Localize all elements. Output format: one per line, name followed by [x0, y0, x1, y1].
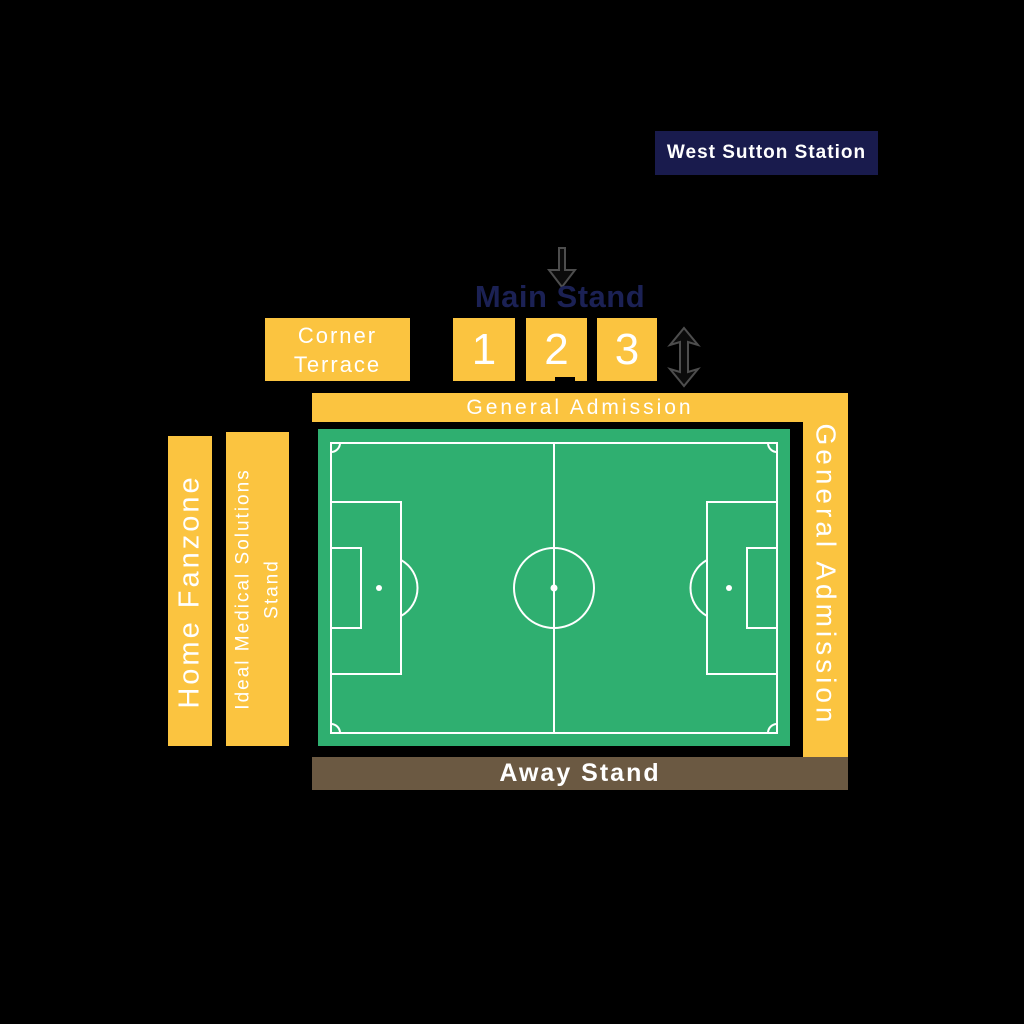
main-stand-block-2: 2 — [526, 318, 587, 381]
corner-arc-tl — [330, 442, 341, 453]
penalty-arc-right — [689, 559, 708, 617]
penalty-spot-right — [726, 585, 732, 591]
penalty-area-left — [330, 501, 402, 675]
penalty-area-right — [706, 501, 778, 675]
main-stand-block-3: 3 — [597, 318, 657, 381]
stand-corner-terrace: Corner Terrace — [265, 318, 410, 381]
goal-area-right — [746, 547, 778, 629]
station-badge: West Sutton Station — [655, 131, 878, 175]
corner-arc-tr — [767, 442, 778, 453]
goal-area-left — [330, 547, 362, 629]
stand-away: Away Stand — [312, 757, 848, 790]
penalty-spot-left — [376, 585, 382, 591]
pitch-markings — [330, 442, 778, 734]
corner-arc-br — [767, 723, 778, 734]
centre-spot — [550, 584, 558, 592]
tunnel-marker — [555, 377, 575, 397]
block-number: 2 — [544, 324, 569, 374]
main-stand-block-1: 1 — [453, 318, 515, 381]
stand-ideal-medical-solutions: Ideal Medical Solutions Stand — [226, 432, 289, 746]
penalty-arc-left — [400, 559, 419, 617]
station-label: West Sutton Station — [666, 142, 867, 163]
block-number: 3 — [614, 324, 640, 374]
stand-general-admission-right: General Admission — [803, 393, 848, 757]
block-number: 1 — [471, 324, 497, 374]
ideal-stand-label: Ideal Medical Solutions Stand — [232, 468, 283, 710]
arrow-up-down-icon — [667, 326, 701, 393]
football-pitch — [318, 429, 790, 746]
main-stand-title: Main Stand — [474, 279, 646, 314]
arrow-down-icon — [544, 246, 580, 295]
stand-home-fanzone: Home Fanzone — [168, 436, 212, 746]
corner-terrace-label: Corner Terrace — [293, 322, 382, 377]
stand-general-admission-top: General Admission — [312, 393, 848, 422]
corner-arc-bl — [330, 723, 341, 734]
centre-circle — [513, 547, 595, 629]
